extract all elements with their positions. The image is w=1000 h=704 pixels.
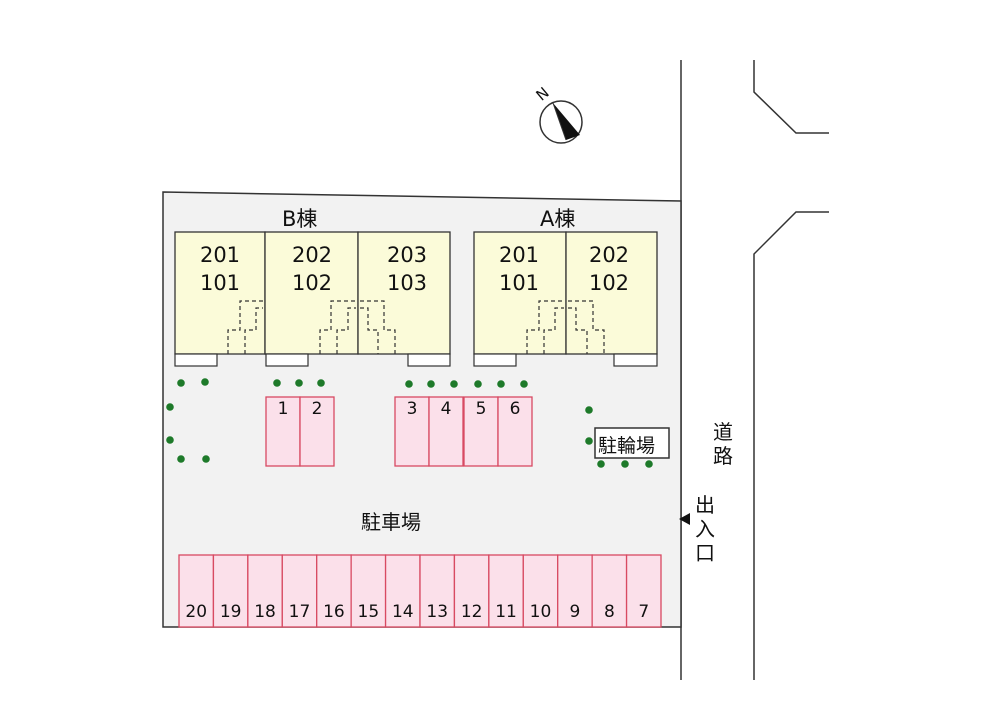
parking-space-number: 8: [603, 602, 615, 622]
tree-icon: [273, 379, 281, 387]
unit-b3-upper: 203: [386, 243, 428, 267]
trees: [166, 378, 653, 468]
parking-space: [428, 396, 464, 467]
stair-outline: [227, 300, 263, 354]
parking-space: [350, 554, 387, 628]
bicycle-parking-label: 駐輪場: [598, 435, 656, 457]
parking-space-number: 10: [529, 602, 552, 622]
tree-icon: [621, 460, 629, 468]
parking-space-number: 20: [185, 602, 208, 622]
stair-outline: [568, 307, 588, 354]
tree-icon: [295, 379, 303, 387]
tree-icon: [177, 455, 185, 463]
unit-b2-lower: 102: [291, 271, 333, 295]
stair-outline: [360, 300, 396, 354]
tree-icon: [166, 403, 174, 411]
unit-b1-lower: 101: [199, 271, 241, 295]
tree-icon: [645, 460, 653, 468]
parking-space: [281, 554, 318, 628]
parking-space: [212, 554, 249, 628]
building-b-label: B棟: [282, 207, 318, 231]
bicycle-parking-box: [594, 427, 670, 459]
unit-b3-lower: 103: [386, 271, 428, 295]
balcony: [407, 353, 451, 367]
parking-space: [247, 554, 283, 628]
tree-icon: [166, 436, 174, 444]
entrance-label: 出入口: [695, 493, 715, 565]
unit-a1-upper: 201: [498, 243, 540, 267]
parking-space-number: 6: [509, 399, 521, 419]
tree-icon: [585, 437, 593, 445]
parking-space: [299, 396, 335, 467]
unit-b2-upper: 202: [291, 243, 333, 267]
parking-space-number: 5: [475, 399, 487, 419]
balcony: [613, 353, 658, 367]
stair-outline: [336, 307, 356, 354]
parking-space-number: 13: [426, 602, 449, 622]
tree-icon: [585, 406, 593, 414]
parking-space: [591, 554, 628, 628]
balcony: [265, 353, 309, 367]
tree-icon: [177, 379, 185, 387]
parking-space-number: 7: [638, 602, 650, 622]
parking-space-number: 19: [219, 602, 242, 622]
stair-outline: [526, 300, 564, 354]
tree-icon: [520, 380, 528, 388]
parking-space-number: 14: [391, 602, 414, 622]
unit-a2-lower: 102: [588, 271, 630, 295]
unit-b1-upper: 201: [199, 243, 241, 267]
tree-icon: [474, 380, 482, 388]
building-b: [174, 231, 451, 367]
parking-label: 駐車場: [361, 510, 421, 534]
lower-parking-spaces: [178, 554, 662, 628]
parking-space: [453, 554, 490, 628]
tree-icon: [405, 380, 413, 388]
stair-outline: [360, 307, 379, 354]
parking-space: [625, 554, 662, 628]
road-edge-right-upper: [753, 60, 829, 134]
parking-space-number: 15: [357, 602, 380, 622]
tree-icon: [317, 379, 325, 387]
tree-icon: [597, 460, 605, 468]
road-label: 道路: [713, 420, 733, 468]
parking-space-number: 12: [460, 602, 483, 622]
parking-space-number: 4: [440, 399, 452, 419]
upper-parking-spaces: [265, 396, 533, 467]
parking-space-number: 18: [254, 602, 276, 622]
parking-space-number: 1: [277, 399, 289, 419]
parking-space-number: 17: [288, 602, 311, 622]
tree-icon: [201, 378, 209, 386]
balcony: [174, 353, 218, 367]
unit-a2-upper: 202: [588, 243, 630, 267]
parking-space: [463, 396, 499, 467]
parking-space: [394, 396, 430, 467]
compass-icon: [539, 100, 583, 144]
parking-space-number: 9: [569, 602, 581, 622]
tree-icon: [427, 380, 435, 388]
parking-space-number: 16: [323, 602, 345, 622]
parking-space-number: 11: [495, 602, 517, 622]
road-edge-right-lower: [753, 211, 829, 680]
parking-space: [557, 554, 593, 628]
parking-space-number: 2: [311, 399, 323, 419]
balcony: [473, 353, 517, 367]
tree-icon: [497, 380, 505, 388]
stair-outline: [568, 300, 605, 354]
parking-space: [419, 554, 456, 628]
parking-space: [497, 396, 533, 467]
stair-outline: [319, 300, 356, 354]
building-a: [473, 231, 658, 367]
entrance-arrow-icon: [679, 513, 690, 525]
parking-space-number: 3: [406, 399, 418, 419]
stair-outline: [543, 307, 564, 354]
tree-icon: [202, 455, 210, 463]
stair-outline: [244, 307, 263, 354]
building-a-label: A棟: [540, 207, 576, 231]
unit-a1-lower: 101: [498, 271, 540, 295]
parking-space: [316, 554, 352, 628]
tree-icon: [450, 380, 458, 388]
